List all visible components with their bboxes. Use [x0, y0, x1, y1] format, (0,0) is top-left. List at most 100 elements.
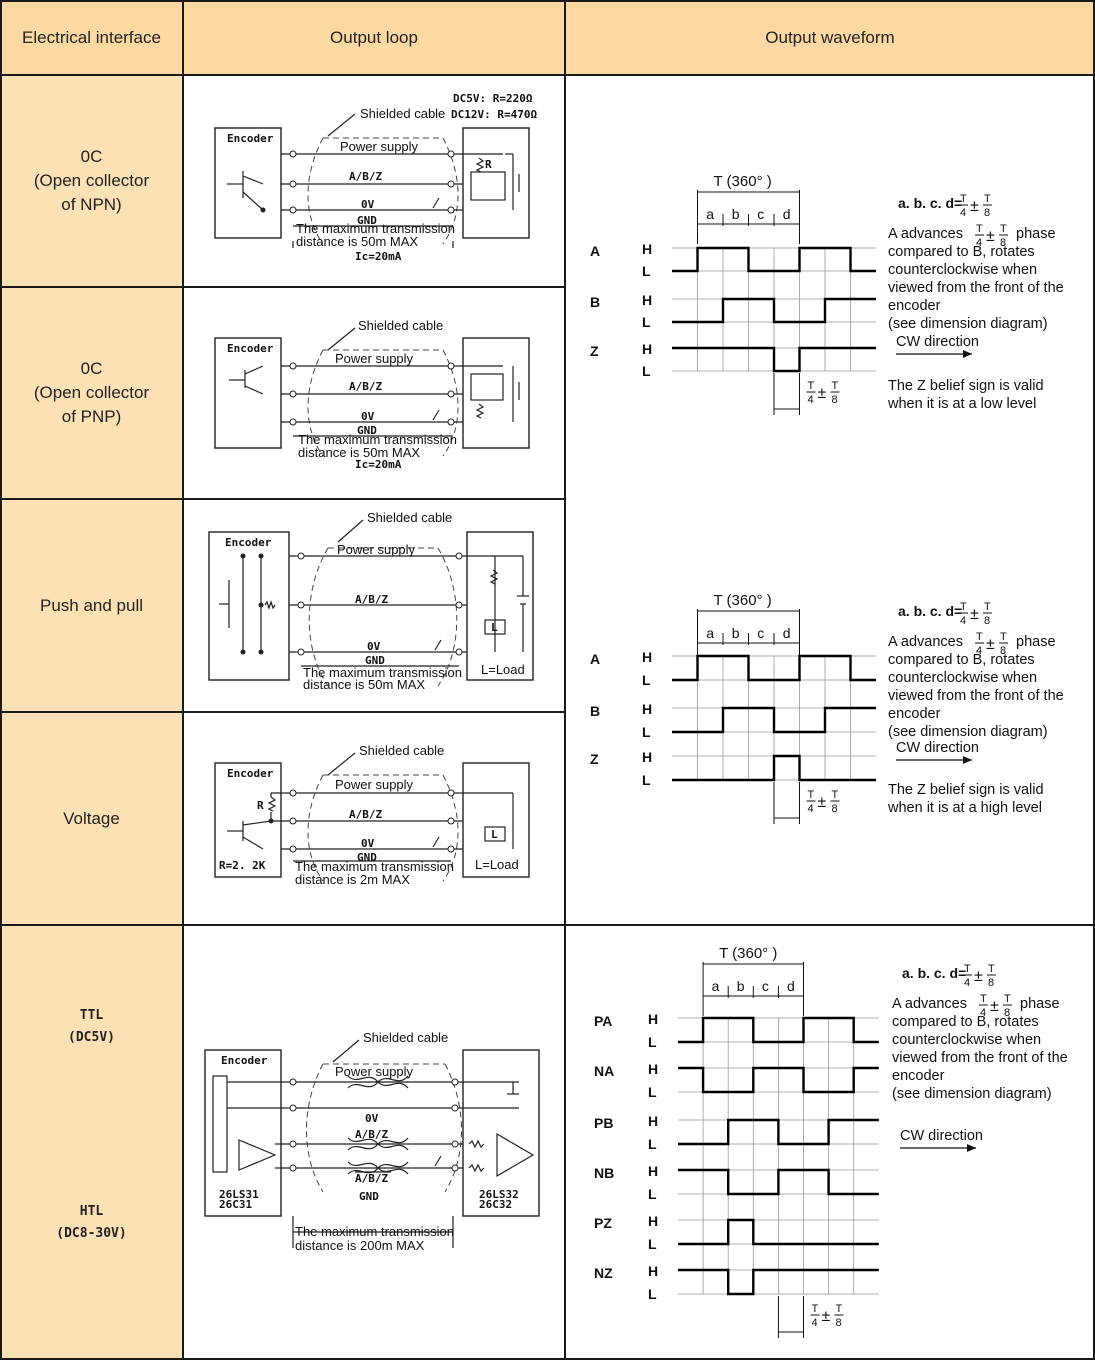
wf1-advance-line-1: counterclockwise when	[888, 262, 1037, 278]
wf3-tick-d: d	[787, 978, 795, 994]
wf1-z-note-1: when it is at a low level	[887, 396, 1036, 412]
channel-nz-signal	[678, 1268, 879, 1296]
channel-na-signal	[678, 1066, 879, 1094]
wf1-advance-line-4: (see dimension diagram)	[888, 316, 1048, 332]
wf3-advance-line-0: compared to B, rotates	[892, 1014, 1039, 1030]
pushpull-power-supply-label: Power supply	[337, 542, 416, 557]
wf2-formula-frac-t8-den: 8	[984, 615, 990, 627]
channel-b-h: H	[642, 701, 652, 717]
wf3-tick-a: a	[712, 978, 720, 994]
wf2-period-label: T (360° )	[714, 592, 772, 609]
wf2-tick-d: d	[783, 625, 791, 641]
channel-nz-h: H	[648, 1263, 658, 1279]
npn-abz-label: A/B/Z	[349, 170, 382, 183]
table-border	[0, 0, 2, 1360]
table-border	[0, 286, 565, 288]
voltage-load-label: L=Load	[475, 857, 519, 872]
wf3-advance-frac-pm: ±	[990, 998, 999, 1015]
pushpull-encoder-label: Encoder	[225, 536, 272, 549]
wf2-advance-line-2: viewed from the front of the	[888, 688, 1064, 704]
wf3-advance-frac-t8-den: 8	[1004, 1007, 1010, 1019]
channel-a-h: H	[642, 649, 652, 665]
wf1-cw-label: CW direction	[896, 334, 979, 350]
channel-a-l: L	[642, 672, 651, 688]
table-border	[0, 498, 565, 500]
wf3-formula-frac-t4-num: T	[964, 963, 971, 975]
table-border	[564, 0, 566, 1360]
channel-pb-h: H	[648, 1113, 658, 1129]
channel-nz-l: L	[648, 1286, 657, 1302]
wf1-tick-d: d	[783, 206, 791, 222]
pushpull-gnd-label: GND	[365, 654, 385, 667]
pnp-encoder-box	[214, 337, 282, 449]
voltage-r-value: R=2. 2K	[219, 859, 266, 872]
channel-nb-signal	[678, 1168, 879, 1196]
npn-dc12v-label: DC12V: R=470Ω	[451, 108, 537, 121]
diff-receiver-label-2: 26C32	[479, 1198, 512, 1211]
wf1-advance-line-0: compared to B, rotates	[888, 244, 1035, 260]
wf2-cw-arrow-head	[963, 756, 972, 764]
diff-distance-line1: The maximum transmission	[295, 1224, 454, 1239]
voltage-r-label: R	[257, 799, 264, 812]
wf3-advance-frac-t4-num: T	[980, 993, 987, 1005]
wf1-advance-frac-t8-num: T	[1000, 223, 1007, 235]
wf2-advance-frac-pm: ±	[986, 636, 995, 653]
channel-nb-l: L	[648, 1186, 657, 1202]
wf3-tick-b: b	[737, 978, 745, 994]
wf3-advance-2: phase	[1020, 996, 1060, 1012]
channel-nz-label: NZ	[594, 1265, 613, 1281]
diff-driver-label-2: 26C31	[219, 1198, 252, 1211]
npn-distance-line1: The maximum transmission	[296, 221, 455, 236]
wf3-tick-c: c	[762, 978, 769, 994]
channel-a-h: H	[642, 241, 652, 257]
wf1-formula-frac-t8-num: T	[984, 193, 991, 205]
wf1-z-width-pm: ±	[818, 385, 827, 402]
wf1-formula-frac-pm: ±	[970, 198, 979, 215]
interface-voltage: Voltage	[0, 712, 183, 925]
pushpull-l-label: L	[491, 621, 498, 634]
table-border	[0, 711, 565, 713]
pnp-ic-label: Ic=20mA	[355, 458, 402, 471]
pnp-power-supply-label: Power supply	[335, 351, 414, 366]
channel-na-label: NA	[594, 1063, 614, 1079]
pnp-abz-label: A/B/Z	[349, 380, 382, 393]
voltage-0v-label: 0V	[361, 837, 375, 850]
wf1-advance-2: phase	[1016, 226, 1056, 242]
channel-a-label: A	[590, 243, 600, 259]
channel-na-l: L	[648, 1084, 657, 1100]
wf2-tick-c: c	[757, 625, 764, 641]
pushpull-load-box	[466, 531, 534, 681]
npn-encoder-box	[214, 127, 282, 239]
wf1-advance-line-3: encoder	[888, 298, 941, 314]
wf2-advance-1: A advances	[888, 634, 963, 650]
table-border	[0, 1358, 1095, 1360]
wf3-advance-line-2: viewed from the front of the	[892, 1050, 1068, 1066]
npn-ic-label: Ic=20mA	[355, 250, 402, 263]
diff-0v-label: 0V	[365, 1112, 379, 1125]
wf1-advance-line-2: viewed from the front of the	[888, 280, 1064, 296]
wf3-formula: a. b. c. d=	[902, 965, 966, 981]
wf3-advance-line-4: (see dimension diagram)	[892, 1086, 1052, 1102]
wf1-period-label: T (360° )	[714, 173, 772, 190]
wf2-advance-line-3: encoder	[888, 706, 941, 722]
channel-pa-signal	[678, 1016, 879, 1044]
voltage-distance-line2: distance is 2m MAX	[295, 872, 410, 887]
npn-gnd-label: GND	[357, 214, 377, 227]
wf2-formula-frac-pm: ±	[970, 606, 979, 623]
channel-a-signal	[672, 654, 876, 682]
channel-pb-signal	[678, 1118, 879, 1146]
diff-receiver-box	[462, 1049, 540, 1217]
wf3-z-width-t8-num: T	[836, 1303, 843, 1315]
table-border	[1093, 0, 1095, 1360]
wf2-z-width-t8-den: 8	[832, 803, 838, 815]
wf3-advance-1: A advances	[892, 996, 967, 1012]
diff-abz-bar-label: A/B/Z	[355, 1172, 388, 1185]
wf1-tick-a: a	[706, 206, 714, 222]
interface-ttl-htl: TTL(DC5V) HTL(DC8-30V)	[0, 925, 183, 1360]
wf3-advance-frac-t8-num: T	[1004, 993, 1011, 1005]
wf2-tick-b: b	[732, 625, 740, 641]
